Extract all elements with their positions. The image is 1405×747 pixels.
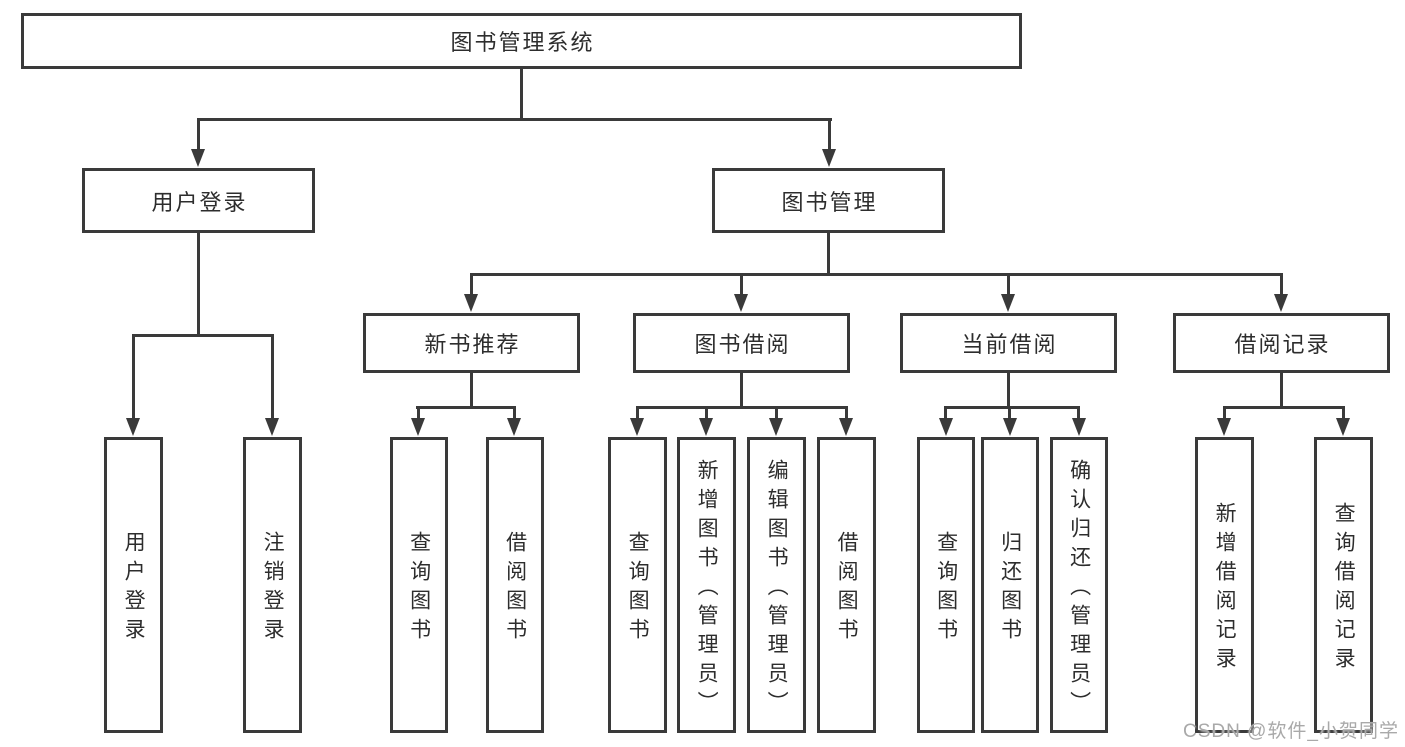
- leaf-records-add-record: 新增借阅记录: [1195, 437, 1254, 733]
- leaf-current-query-books: 查询图书: [917, 437, 975, 733]
- leaf-borrow-add-books-admin: 新增图书（管理员）: [677, 437, 736, 733]
- leaf-label: 注销登录: [261, 531, 285, 647]
- node-borrowing-records: 借阅记录: [1173, 313, 1390, 373]
- node-label: 借阅记录: [1234, 332, 1331, 357]
- connector-rec-stem: [417, 406, 420, 420]
- leaf-label: 查询图书: [934, 531, 958, 647]
- connector-borrow-hline: [636, 406, 847, 409]
- node-library-management-system: 图书管理系统: [21, 13, 1022, 69]
- arrowhead-down-icon: [699, 418, 713, 436]
- connector-borrow-stem: [845, 406, 848, 420]
- connector-root-stem-left: [197, 118, 200, 153]
- arrowhead-down-icon: [126, 418, 140, 436]
- connector-rec-hline: [416, 406, 516, 409]
- connector-current-stem: [1077, 406, 1080, 420]
- connector-rec-stem: [513, 406, 516, 420]
- arrowhead-down-icon: [939, 418, 953, 436]
- leaf-rec-query-books: 查询图书: [390, 437, 448, 733]
- arrowhead-down-icon: [1001, 294, 1015, 312]
- leaf-label: 借阅图书: [835, 531, 859, 647]
- arrowhead-down-icon: [464, 294, 478, 312]
- node-label: 图书借阅: [694, 332, 791, 357]
- connector-bookmgmt-stub: [827, 233, 830, 275]
- connector-records-hline: [1223, 406, 1344, 409]
- connector-login-stub: [197, 233, 200, 336]
- node-current-borrowing: 当前借阅: [900, 313, 1117, 373]
- connector-bookmgmt-stem: [470, 273, 473, 296]
- leaf-label: 新增图书（管理员）: [695, 458, 719, 720]
- arrowhead-down-icon: [839, 418, 853, 436]
- leaf-current-return-books: 归还图书: [981, 437, 1039, 733]
- arrowhead-down-icon: [1217, 418, 1231, 436]
- arrowhead-down-icon: [1072, 418, 1086, 436]
- arrowhead-down-icon: [191, 149, 205, 167]
- node-new-book-recommendation: 新书推荐: [363, 313, 580, 373]
- connector-login-stem-right: [271, 334, 274, 420]
- leaf-borrow-query-books: 查询图书: [608, 437, 667, 733]
- arrowhead-down-icon: [411, 418, 425, 436]
- arrowhead-down-icon: [1003, 418, 1017, 436]
- node-label: 图书管理系统: [450, 30, 595, 55]
- connector-bookmgmt-stem: [1007, 273, 1010, 296]
- connector-bookmgmt-stem: [740, 273, 743, 296]
- node-user-login: 用户登录: [82, 168, 315, 233]
- leaf-label: 新增借阅记录: [1213, 502, 1237, 676]
- arrowhead-down-icon: [630, 418, 644, 436]
- connector-records-stem: [1223, 406, 1226, 420]
- leaf-borrow-borrow-books: 借阅图书: [817, 437, 876, 733]
- leaf-user-login: 用户登录: [104, 437, 163, 733]
- connector-current-stem: [944, 406, 947, 420]
- connector-root-hline: [197, 118, 832, 121]
- leaf-label: 用户登录: [122, 531, 146, 647]
- leaf-label: 查询图书: [626, 531, 650, 647]
- leaf-rec-borrow-books: 借阅图书: [486, 437, 544, 733]
- connector-current-hline: [944, 406, 1080, 409]
- node-label: 当前借阅: [961, 332, 1058, 357]
- leaf-current-confirm-return-admin: 确认归还（管理员）: [1050, 437, 1108, 733]
- leaf-label: 查询借阅记录: [1332, 502, 1356, 676]
- connector-login-stem-left: [132, 334, 135, 420]
- connector-current-stub: [1007, 373, 1010, 408]
- connector-borrow-stem: [705, 406, 708, 420]
- arrowhead-down-icon: [822, 149, 836, 167]
- leaf-label: 查询图书: [407, 531, 431, 647]
- connector-login-hline: [132, 334, 274, 337]
- connector-records-stem: [1342, 406, 1345, 420]
- node-label: 图书管理: [781, 189, 878, 215]
- arrowhead-down-icon: [769, 418, 783, 436]
- leaf-logout: 注销登录: [243, 437, 302, 733]
- connector-borrow-stem: [636, 406, 639, 420]
- connector-borrow-stem: [775, 406, 778, 420]
- node-label: 新书推荐: [424, 332, 521, 357]
- connector-root-stub: [520, 69, 523, 119]
- node-label: 用户登录: [151, 189, 248, 215]
- connector-current-stem: [1008, 406, 1011, 420]
- leaf-borrow-edit-books-admin: 编辑图书（管理员）: [747, 437, 806, 733]
- node-book-borrowing: 图书借阅: [633, 313, 850, 373]
- leaf-label: 编辑图书（管理员）: [765, 458, 789, 720]
- arrowhead-down-icon: [1274, 294, 1288, 312]
- arrowhead-down-icon: [1336, 418, 1350, 436]
- connector-borrow-stub: [740, 373, 743, 408]
- connector-bookmgmt-hline: [470, 273, 1283, 276]
- leaf-label: 确认归还（管理员）: [1067, 458, 1091, 720]
- leaf-label: 归还图书: [998, 531, 1022, 647]
- connector-rec-stub: [470, 373, 473, 408]
- connector-records-stub: [1280, 373, 1283, 408]
- node-book-management: 图书管理: [712, 168, 945, 233]
- arrowhead-down-icon: [734, 294, 748, 312]
- csdn-watermark: CSDN @软件_小贺同学: [1183, 721, 1399, 742]
- arrowhead-down-icon: [265, 418, 279, 436]
- leaf-records-query-record: 查询借阅记录: [1314, 437, 1373, 733]
- connector-root-stem-right: [828, 118, 831, 153]
- leaf-label: 借阅图书: [503, 531, 527, 647]
- arrowhead-down-icon: [507, 418, 521, 436]
- connector-bookmgmt-stem: [1280, 273, 1283, 296]
